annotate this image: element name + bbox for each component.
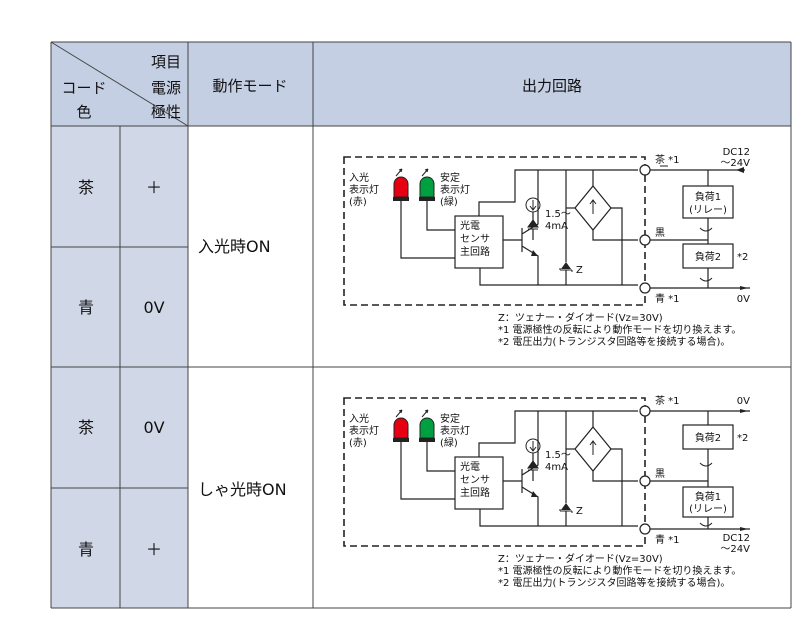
wire-bot-label: 青 *1	[655, 292, 680, 305]
load-b-label-2: (リレー)	[689, 504, 727, 515]
indicator-in-label-3: (赤)	[349, 437, 367, 449]
current-label-2: 4mA	[545, 462, 568, 473]
terminal-black	[639, 234, 651, 246]
load-b-label-1: 負荷1	[695, 491, 721, 503]
terminal-brown	[639, 405, 651, 417]
mode-light-on: 入光時ON	[198, 237, 271, 256]
main-circuit-label-3: 主回路	[460, 486, 490, 499]
indicator-stable-label-1: 安定	[440, 412, 460, 425]
indicator-stable-label-1: 安定	[440, 171, 460, 184]
wire-top-label: 茶 *1	[655, 394, 680, 407]
row-4-polarity: ＋	[146, 540, 162, 559]
load-b-label-1: 負荷2	[695, 251, 721, 263]
row-1-color: 茶	[78, 178, 94, 197]
top-value-1: DC12	[723, 147, 750, 158]
note-polarity: *1 電源極性の反転により動作モードを切り換えます。	[498, 564, 741, 577]
current-label-2: 4mA	[545, 221, 568, 232]
green-led-icon	[419, 176, 435, 198]
note-voltage: *2 電圧出力(トランジスタ回路等を接続する場合)。	[498, 576, 730, 589]
top-value-2: ～24V	[720, 158, 750, 169]
row-3-polarity: 0V	[143, 418, 164, 437]
load-a-note: *2	[737, 433, 748, 444]
main-circuit-label-3: 主回路	[460, 245, 490, 258]
row-1-polarity: ＋	[146, 178, 162, 197]
row-3-color: 茶	[78, 418, 94, 437]
light-arrow-icon	[395, 168, 403, 177]
green-led-icon	[419, 417, 435, 439]
indicator-in-label-2: 表示灯	[349, 183, 379, 196]
row-2-polarity: 0V	[143, 298, 164, 317]
red-led-icon	[393, 417, 409, 439]
main-circuit-label-2: センサ	[460, 474, 490, 486]
terminal-brown	[639, 164, 651, 176]
mode-dark-on: しゃ光時ON	[198, 480, 287, 499]
bot-value-1: 0V	[737, 294, 750, 305]
circuit-diagram-light-on: 入光 表示灯 (赤) 安定 表示灯 (緑) 光電 センサ 主回路 1.5～ 4m	[343, 147, 750, 348]
note-zener: Z：ツェナー・ダイオード(Vz=30V)	[498, 552, 663, 565]
light-arrow-icon	[421, 168, 429, 177]
note-voltage: *2 電圧出力(トランジスタ回路等を接続する場合)。	[498, 335, 730, 348]
wire-mid-label: 黒	[655, 468, 665, 480]
main-circuit-label-1: 光電	[460, 460, 480, 473]
indicator-stable-label-2: 表示灯	[440, 183, 470, 196]
current-label-1: 1.5～	[545, 209, 571, 220]
header-code: コード	[61, 79, 106, 97]
header-item: 項目	[151, 53, 181, 71]
bot-value-1: DC12	[723, 533, 750, 544]
header-polarity: 極性	[151, 103, 181, 121]
wire-mid-label: 黒	[655, 227, 665, 239]
indicator-in-label-3: (赤)	[349, 196, 367, 208]
main-circuit-label-1: 光電	[460, 219, 480, 232]
wire-bot-label: 青 *1	[655, 533, 680, 546]
terminal-blue	[639, 523, 651, 535]
red-led-icon	[393, 176, 409, 198]
zener-label: Z	[576, 265, 583, 276]
indicator-in-label-2: 表示灯	[349, 424, 379, 437]
note-zener: Z：ツェナー・ダイオード(Vz=30V)	[498, 311, 663, 324]
zener-label: Z	[576, 506, 583, 517]
terminal-blue	[639, 282, 651, 294]
indicator-in-label-1: 入光	[349, 412, 369, 425]
current-label-1: 1.5～	[545, 450, 571, 461]
bot-value-2: ～24V	[720, 544, 750, 555]
header-circuit: 出力回路	[522, 77, 582, 95]
note-polarity: *1 電源極性の反転により動作モードを切り換えます。	[498, 323, 741, 336]
header-mode: 動作モード	[212, 77, 287, 95]
top-value-1: 0V	[737, 396, 750, 407]
circuit-diagram-dark-on: 入光 表示灯 (赤) 安定 表示灯 (緑) 光電 センサ 主回路 1.5～ 4m…	[343, 394, 750, 589]
indicator-in-label-1: 入光	[349, 171, 369, 184]
header-power: 電源	[151, 79, 181, 97]
indicator-stable-label-3: (緑)	[440, 436, 458, 449]
header-color: 色	[76, 103, 91, 121]
indicator-stable-label-2: 表示灯	[440, 424, 470, 437]
header-band	[51, 42, 791, 126]
sensor-boundary	[343, 156, 646, 306]
wire-top-label: 茶 *1	[655, 153, 680, 166]
load-b-note: *2	[737, 252, 748, 263]
table-grid	[50, 41, 792, 609]
load-a-label-1: 負荷2	[695, 432, 721, 444]
row-4-color: 青	[78, 540, 94, 559]
indicator-stable-label-3: (緑)	[440, 195, 458, 208]
row-2-color: 青	[78, 298, 94, 317]
sensor-boundary	[343, 397, 646, 547]
main-circuit-label-2: センサ	[460, 233, 490, 245]
load-a-label-2: (リレー)	[689, 205, 727, 216]
terminal-black	[639, 475, 651, 487]
load-a-label-1: 負荷1	[695, 191, 721, 203]
light-arrow-icon	[421, 409, 429, 418]
light-arrow-icon	[395, 409, 403, 418]
